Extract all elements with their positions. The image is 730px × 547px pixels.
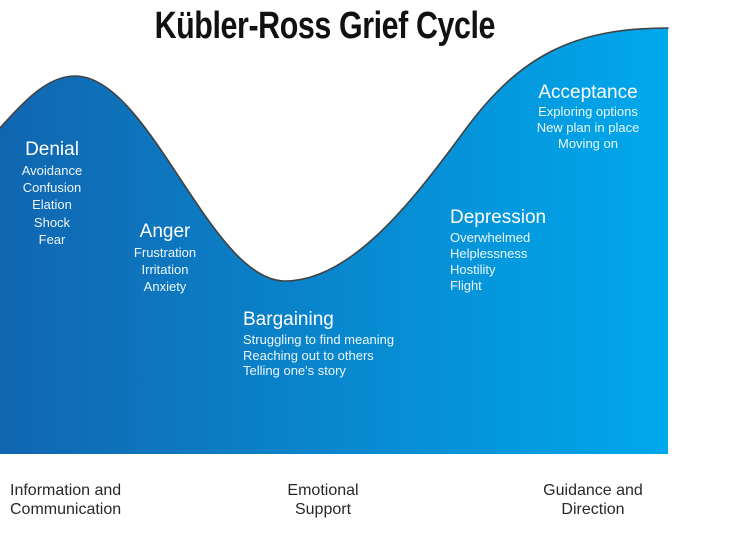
stage-denial: Denial Avoidance Confusion Elation Shock… bbox=[1, 137, 103, 248]
stage-item: Fear bbox=[38, 231, 66, 247]
stage-item: Frustration bbox=[133, 245, 197, 260]
footer-label-information-communication: Information and Communication bbox=[10, 482, 122, 518]
stage-item: Elation bbox=[32, 197, 72, 213]
stage-anger-items: Frustration Irritation Anxiety bbox=[103, 244, 227, 295]
stage-item: Confusion bbox=[22, 180, 82, 196]
stage-item: New plan in place bbox=[536, 120, 640, 136]
stage-anger: Anger Frustration Irritation Anxiety bbox=[103, 219, 227, 295]
stage-item: Struggling to find meaning bbox=[243, 332, 395, 347]
stage-item: Reaching out to others bbox=[243, 347, 374, 363]
stage-item: Shock bbox=[33, 214, 71, 230]
stage-item: Moving on bbox=[558, 136, 618, 152]
stage-item: Overwhelmed bbox=[450, 230, 531, 245]
stage-bargaining: Bargaining Struggling to find meaning Re… bbox=[243, 307, 443, 379]
stage-depression-items: Overwhelmed Helplessness Hostility Fligh… bbox=[450, 230, 610, 294]
footer-label-emotional-support: Emotional Support bbox=[287, 482, 359, 518]
stage-acceptance-items: Exploring options New plan in place Movi… bbox=[507, 104, 669, 153]
page-title-text: Kübler-Ross Grief Cycle bbox=[154, 5, 496, 47]
page-title: Kübler-Ross Grief Cycle bbox=[0, 3, 650, 49]
stage-acceptance: Acceptance Exploring options New plan in… bbox=[507, 80, 669, 153]
stage-acceptance-name: Acceptance bbox=[538, 82, 638, 103]
stage-item: Hostility bbox=[450, 262, 496, 277]
stage-bargaining-items: Struggling to find meaning Reaching out … bbox=[243, 332, 443, 379]
footer-label-guidance-direction: Guidance and Direction bbox=[543, 482, 643, 518]
stage-item: Telling one's story bbox=[243, 363, 346, 379]
stage-item: Anxiety bbox=[143, 279, 187, 294]
stage-bargaining-name: Bargaining bbox=[243, 309, 334, 330]
wave-fill-shape bbox=[0, 28, 668, 454]
stage-denial-name: Denial bbox=[25, 139, 79, 160]
stage-item: Exploring options bbox=[538, 104, 638, 119]
stage-item: Flight bbox=[450, 278, 482, 293]
stage-item: Avoidance bbox=[21, 163, 83, 178]
stage-depression-name: Depression bbox=[450, 207, 547, 228]
stage-item: Irritation bbox=[141, 262, 189, 277]
stage-item: Helplessness bbox=[450, 246, 528, 261]
wave-top-outline bbox=[0, 27, 669, 282]
stage-anger-name: Anger bbox=[139, 221, 191, 242]
stage-depression: Depression Overwhelmed Helplessness Host… bbox=[450, 205, 610, 294]
stage-denial-items: Avoidance Confusion Elation Shock Fear bbox=[1, 162, 103, 248]
